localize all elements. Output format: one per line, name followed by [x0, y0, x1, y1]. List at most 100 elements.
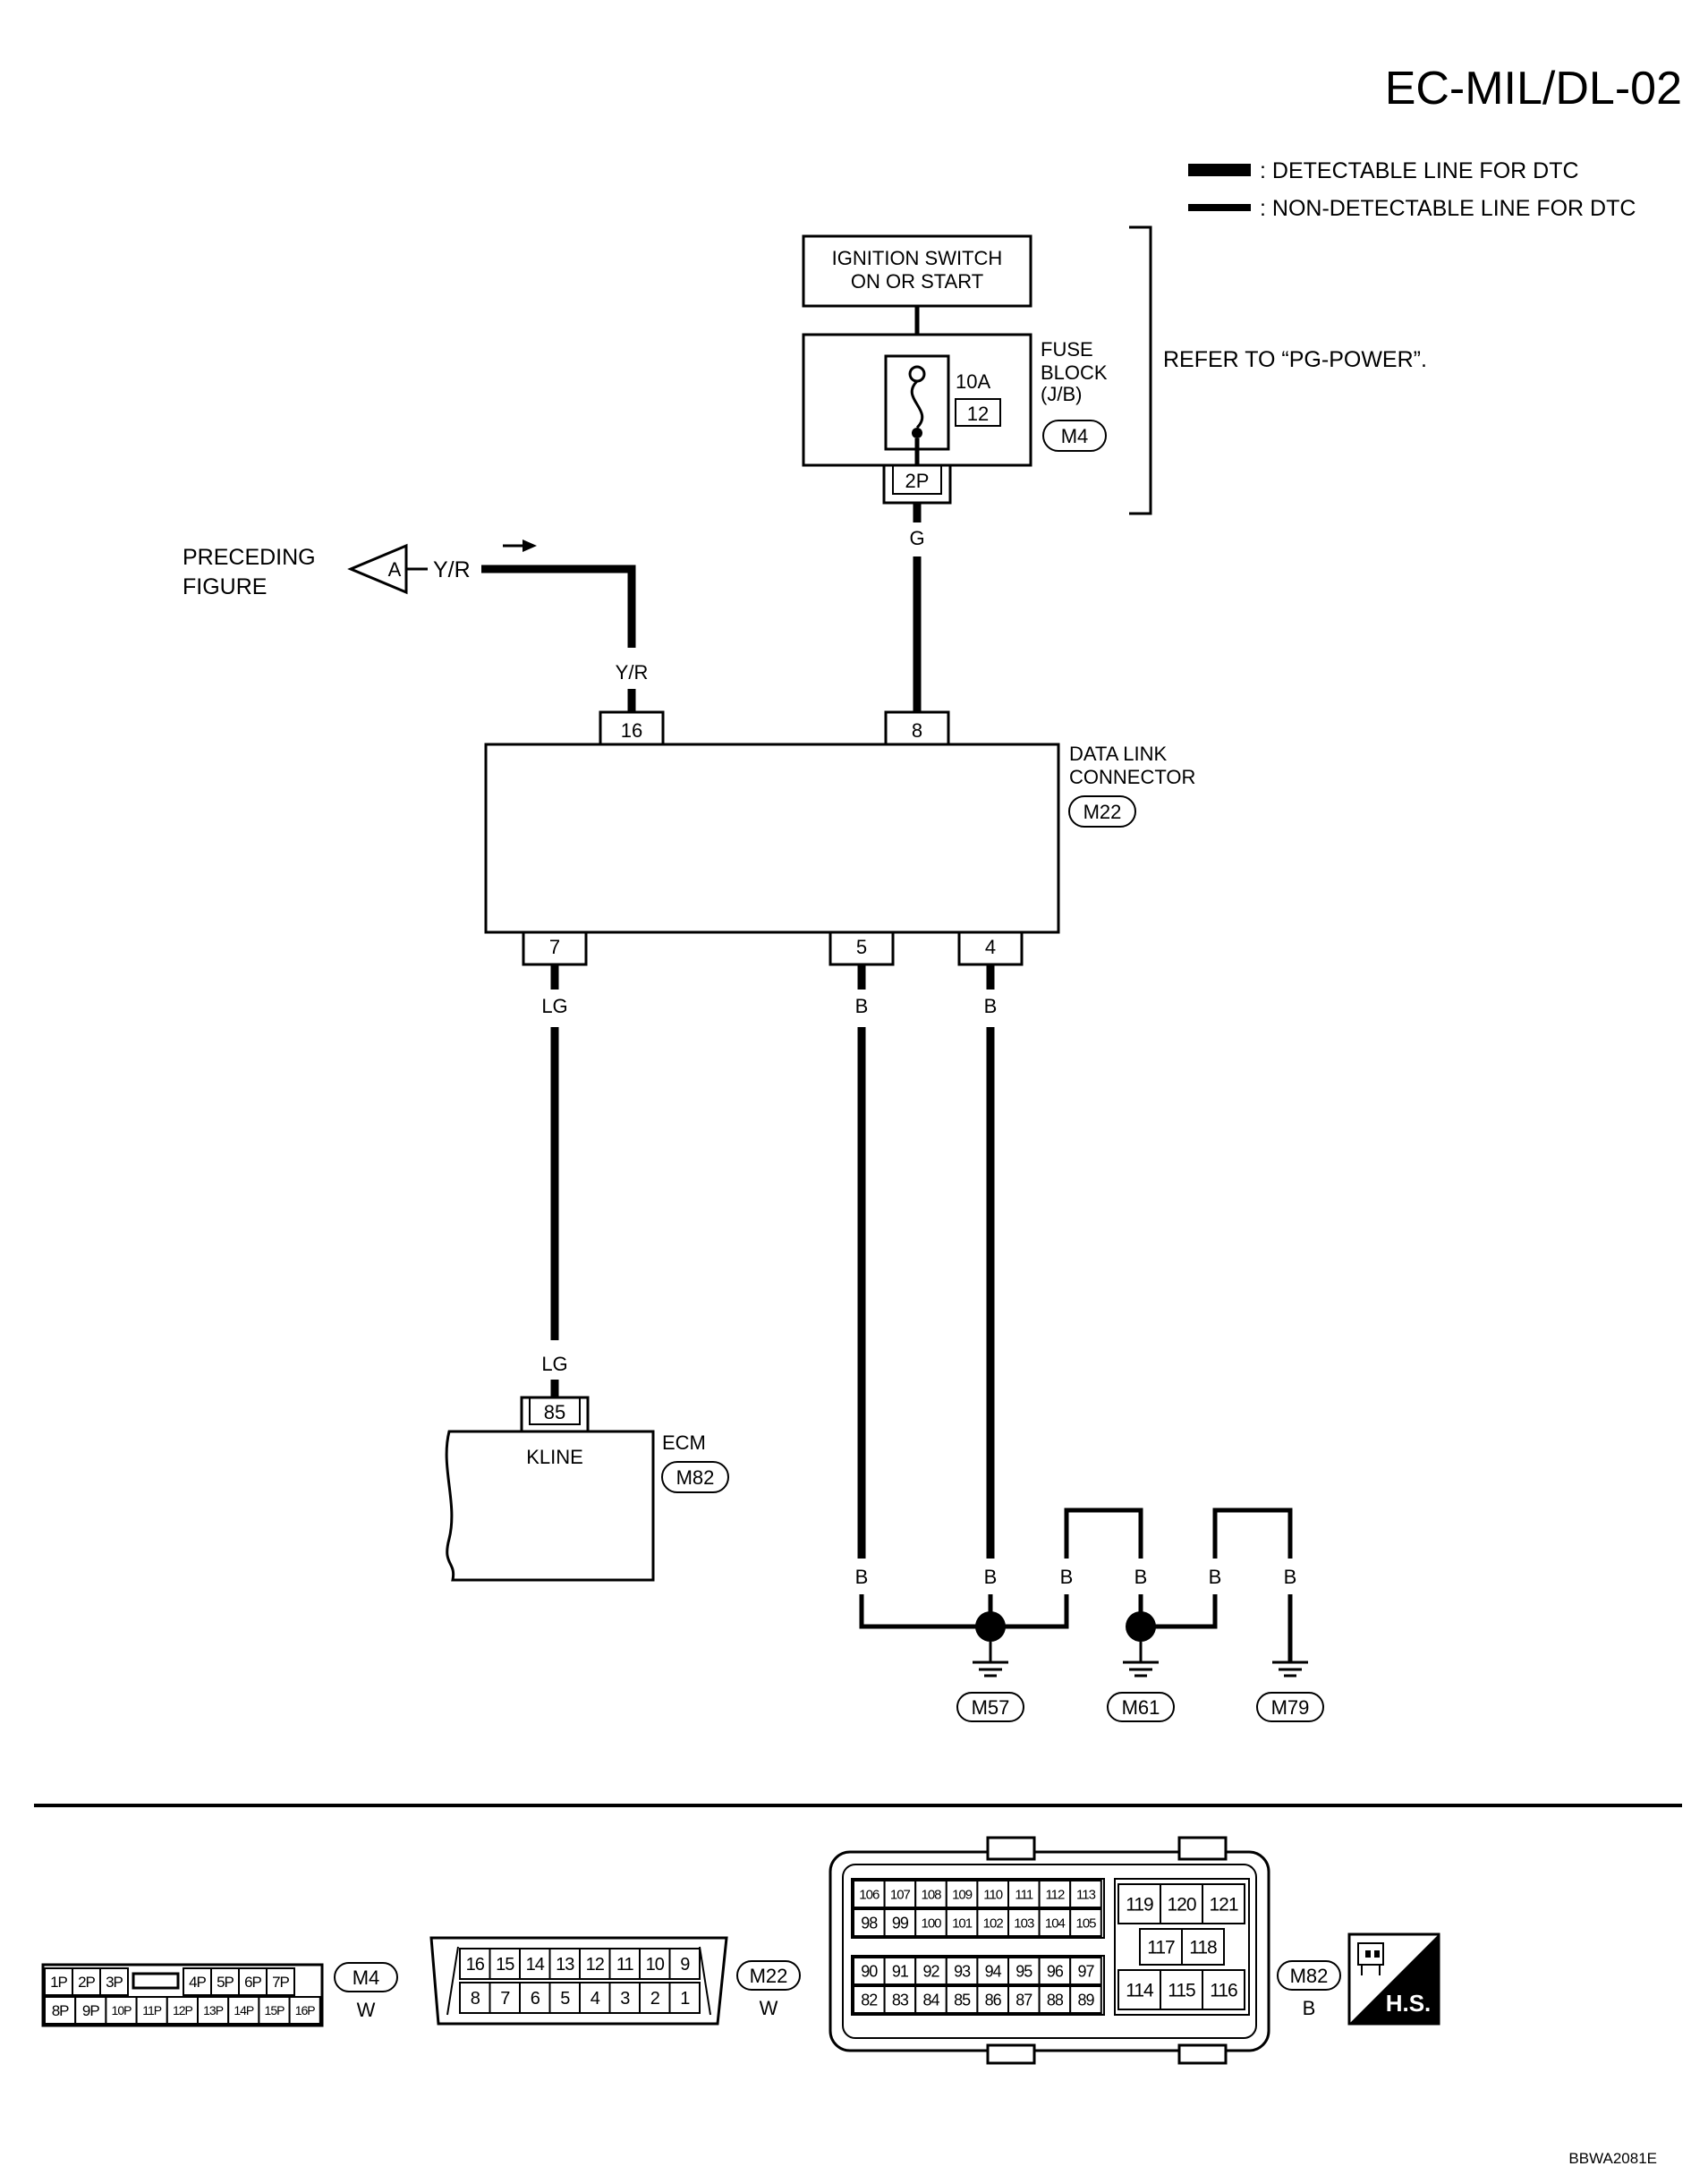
m82-terminal-91: 91: [892, 1962, 909, 1980]
wire-color-b-pin4-bottom: B: [984, 1566, 998, 1588]
m82-terminal-93: 93: [954, 1962, 971, 1980]
m82-terminal-118-cell: [1181, 1928, 1225, 1966]
m22-terminal-13: 13: [556, 1955, 574, 1975]
dlc-pin-5: 5: [856, 936, 867, 958]
m82-terminal-119: 119: [1126, 1895, 1153, 1915]
wire-color-b-g2: B: [1134, 1566, 1148, 1588]
page-title: EC-MIL/DL-02: [1385, 63, 1682, 115]
m82-terminal-92-cell: [914, 1957, 947, 1985]
m82-terminal-108: 108: [921, 1887, 941, 1902]
m22-terminal-3: 3: [620, 1989, 630, 2009]
ecm-connector-badge: [661, 1461, 729, 1493]
m22-terminal-15-cell: [489, 1948, 521, 1980]
m82-terminal-85: 85: [954, 1991, 971, 2009]
fuse-number-box: [955, 398, 1001, 427]
m82-terminal-91-cell: [883, 1957, 917, 1985]
m82-terminal-117-cell: [1139, 1928, 1183, 1966]
m82-terminal-105-cell: [1069, 1908, 1102, 1937]
m22-terminal-11: 11: [616, 1955, 634, 1975]
m82-terminal-83: 83: [892, 1991, 909, 2009]
m82-terminal-95-cell: [1007, 1957, 1041, 1985]
m22-terminal-16: 16: [466, 1955, 485, 1975]
m82-terminal-99: 99: [892, 1914, 909, 1932]
wire-color-b-g1: B: [1060, 1566, 1074, 1588]
m22-terminal-2: 2: [650, 1989, 660, 2009]
m82-terminal-98: 98: [861, 1914, 878, 1932]
wire-color-g: G: [909, 527, 924, 549]
m4-terminal-11P: 11P: [142, 2003, 162, 2017]
fuse-block-connector-badge: [1042, 420, 1107, 452]
m4-terminal-4P: 4P: [189, 1974, 206, 1991]
m4-terminal-2P: 2P: [78, 1974, 95, 1991]
wire-color-lg-bottom: LG: [541, 1353, 567, 1375]
preceding-figure-marker: A: [388, 558, 402, 581]
m82-terminal-113-cell: [1069, 1880, 1102, 1908]
ecm-body: [445, 1430, 655, 1582]
dlc-pin-4: 4: [985, 936, 996, 958]
m82-terminal-88-cell: [1038, 1985, 1072, 2014]
m4-terminal-4P-cell: [183, 1967, 212, 1996]
m82-terminal-104: 104: [1045, 1915, 1066, 1931]
m82-terminal-99-cell: [883, 1908, 917, 1937]
fuse-block-name-1: FUSE: [1041, 338, 1093, 361]
m82-terminal-86: 86: [985, 1991, 1002, 2009]
m4-terminal-13P: 13P: [203, 2003, 224, 2017]
m82-terminal-105: 105: [1075, 1915, 1096, 1931]
m82-terminal-87: 87: [1015, 1991, 1032, 2009]
m82-terminal-101: 101: [952, 1915, 973, 1931]
dlc-pin-8: 8: [912, 719, 922, 742]
m4-key-slot: [132, 1972, 180, 1990]
ground-m57: M57: [972, 1696, 1010, 1719]
m4-terminal-12P-cell: [166, 1996, 200, 2025]
m82-terminal-116: 116: [1210, 1981, 1237, 2001]
m82-terminal-109: 109: [952, 1887, 973, 1902]
wire-color-b-pin5-bottom: B: [855, 1566, 869, 1588]
m22-terminal-5: 5: [560, 1989, 570, 2009]
m22-terminal-7: 7: [500, 1989, 510, 2009]
m82-terminal-97-cell: [1069, 1957, 1102, 1985]
m4-terminal-3P-cell: [99, 1967, 129, 1996]
m82-terminal-102: 102: [983, 1915, 1004, 1931]
m82-terminal-114-cell: [1117, 1969, 1161, 2010]
m22-label: M22: [750, 1965, 788, 1987]
ecm-pin-85: 85: [544, 1401, 565, 1423]
m82-terminal-115-cell: [1160, 1969, 1203, 2010]
m82-terminal-92: 92: [922, 1962, 939, 1980]
m82-color: B: [1303, 1997, 1316, 2019]
m4-terminal-10P: 10P: [112, 2003, 132, 2017]
m4-terminal-7P-cell: [266, 1967, 295, 1996]
fuse-block-name-3: (J/B): [1041, 383, 1082, 405]
m4-terminal-1P: 1P: [50, 1974, 67, 1991]
m22-terminal-2-cell: [639, 1982, 671, 2014]
fuse-block-name-2: BLOCK: [1041, 361, 1108, 384]
m82-terminal-113: 113: [1076, 1887, 1096, 1902]
wire-yr: [481, 565, 636, 648]
m4-terminal-6P-cell: [238, 1967, 268, 1996]
m22-terminal-14-cell: [519, 1948, 551, 1980]
m82-terminal-121: 121: [1209, 1895, 1237, 1915]
ignition-switch: IGNITION SWITCH ON OR START: [802, 234, 1032, 308]
dlc-name-1: DATA LINK: [1069, 743, 1168, 765]
m82-terminal-117: 117: [1147, 1938, 1175, 1958]
m22-terminal-4: 4: [591, 1989, 600, 2009]
fuse-amps: 10A: [956, 370, 990, 393]
m22-terminal-4-cell: [579, 1982, 611, 2014]
dlc-name-2: CONNECTOR: [1069, 766, 1195, 788]
legend: : DETECTABLE LINE FOR DTC : NON-DETECTAB…: [1188, 158, 1636, 221]
harness-side-icon: H.S.: [1347, 1932, 1440, 2026]
m82-terminal-115: 115: [1168, 1981, 1195, 2001]
m22-color: W: [760, 1997, 778, 2019]
m82-terminal-110: 110: [983, 1887, 1003, 1902]
m82-terminal-120: 120: [1167, 1895, 1195, 1915]
fuse-block-terminal: 2P: [905, 470, 930, 492]
dlc-connector: M22: [1083, 801, 1122, 823]
wire-color-lg-top: LG: [541, 995, 567, 1017]
m82-terminal-98-cell: [853, 1908, 886, 1937]
m82-terminal-100: 100: [921, 1915, 941, 1931]
legend-detectable-text: : DETECTABLE LINE FOR DTC: [1260, 158, 1579, 183]
m82-label: M82: [1290, 1965, 1329, 1987]
m82-terminal-121-cell: [1202, 1883, 1245, 1924]
m22-terminal-11-cell: [608, 1948, 641, 1980]
